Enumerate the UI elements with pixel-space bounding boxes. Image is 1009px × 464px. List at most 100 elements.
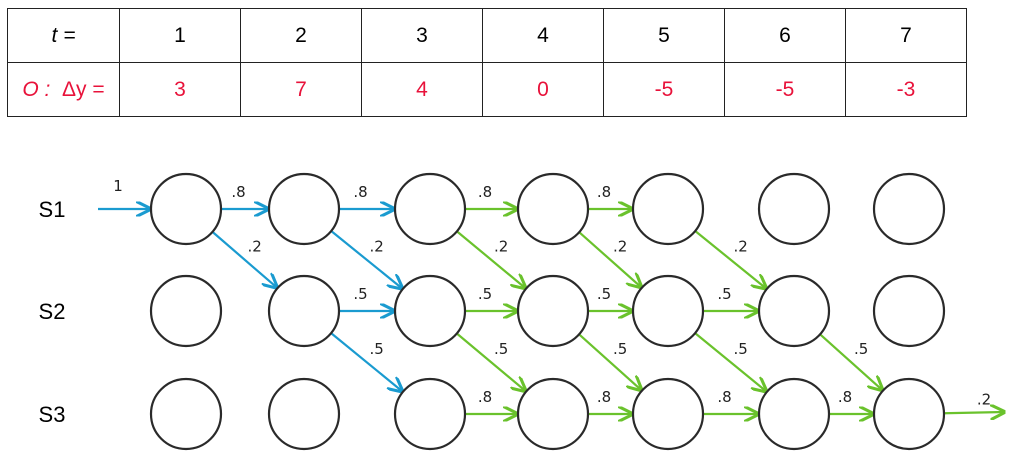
transition-arrow (694, 332, 766, 391)
observation-cell: 0 (482, 62, 604, 117)
transition-S3-5-to-S3-6: .8 (703, 388, 758, 414)
state-node-S3-7 (872, 377, 946, 451)
transition-probability: .5 (854, 340, 868, 358)
time-cell: 4 (482, 8, 604, 63)
state-node-S2-2 (267, 274, 341, 348)
transition-probability: .2 (369, 238, 383, 256)
delta-y-symbol: Δy = (62, 77, 105, 101)
transition-probability: .5 (494, 340, 508, 358)
state-node-S3-2 (267, 377, 341, 451)
transition-probability: .2 (733, 238, 747, 256)
observation-table: t = 1 2 3 4 5 6 7 O : Δy = 3 7 4 0 -5 -5… (7, 8, 967, 117)
observation-cell: 4 (361, 62, 483, 117)
transition-probability: .8 (838, 388, 852, 406)
state-node-S3-6 (757, 377, 831, 451)
transition-probability: .8 (231, 183, 245, 201)
transition-arrow (694, 230, 766, 288)
observation-cell: -3 (845, 62, 967, 117)
state-node-S3-1 (149, 377, 223, 451)
transition-probability: .2 (247, 238, 261, 256)
transition-S1-2-to-S1-3: .8 (339, 183, 394, 209)
transition-S3-4-to-S3-5: .8 (588, 388, 632, 414)
transition-probability: .8 (717, 388, 731, 406)
transition-S2-2-to-S2-3: .5 (339, 285, 394, 311)
transition-probability: .8 (353, 183, 367, 201)
state-node-S3-3 (393, 377, 467, 451)
state-node-S2-4 (516, 274, 590, 348)
time-cell: 7 (845, 8, 967, 63)
state-nodes (149, 172, 946, 451)
state-node-S2-7 (872, 274, 946, 348)
transition-probability: .8 (478, 388, 492, 406)
transition-edges: 1 .8 .2 .8 .2 .5 .5 .8 .2 .5 .5 .8 .8 .2 .5 .5 .8 .2 .5 .5.… (98, 177, 1004, 414)
transition-arrow (578, 231, 641, 287)
transition-S1-1-to-S1-2: .8 (221, 183, 268, 209)
transition-S1-2-to-S2-3: .2 (330, 230, 402, 288)
time-cell: 1 (119, 8, 241, 63)
state-label-s1: S1 (39, 197, 66, 222)
transition-probability: .5 (369, 340, 383, 358)
time-row: t = 1 2 3 4 5 6 7 (7, 8, 967, 63)
transition-S1-4-to-S2-5: .2 (578, 231, 641, 287)
transition-arrow (943, 412, 1004, 413)
transition-probability: .5 (733, 340, 747, 358)
transition-S2-6-to-S3-7: .5 (819, 333, 882, 390)
state-node-S2-1 (149, 274, 223, 348)
transition-probability: .2 (977, 391, 991, 409)
state-node-S1-3 (393, 172, 467, 246)
state-node-S1-5 (631, 172, 705, 246)
transition-probability: .5 (478, 285, 492, 303)
transition-probability: .2 (613, 238, 627, 256)
observation-cell: -5 (603, 62, 725, 117)
transition-probability: 1 (113, 177, 123, 195)
transition-S3-7-to-end: .2 (943, 391, 1004, 414)
transition-S1-3-to-S1-4: .8 (465, 183, 517, 209)
observation-cell: 7 (240, 62, 362, 117)
transition-probability: .5 (613, 340, 627, 358)
state-node-S2-3 (393, 274, 467, 348)
transition-arrow (819, 333, 882, 390)
observation-header: O : Δy = (7, 62, 120, 117)
transition-probability: .2 (494, 238, 508, 256)
transition-probability: .8 (478, 183, 492, 201)
state-node-S1-7 (872, 172, 946, 246)
transition-arrow (456, 230, 525, 288)
transition-probability: .5 (597, 285, 611, 303)
transition-start-to-S1-1: 1 (98, 177, 150, 209)
transition-S3-6-to-S3-7: .8 (829, 388, 873, 414)
state-label-s2: S2 (39, 299, 66, 324)
transition-S2-5-to-S2-6: .5 (703, 285, 758, 311)
transition-arrow (330, 230, 402, 288)
observation-row: O : Δy = 3 7 4 0 -5 -5 -3 (7, 62, 967, 117)
transition-S1-5-to-S2-6: .2 (694, 230, 766, 288)
state-node-S3-4 (516, 377, 590, 451)
transition-arrow (578, 333, 641, 390)
transition-arrow (211, 231, 276, 288)
transition-S1-3-to-S2-4: .2 (456, 230, 525, 288)
transition-S1-4-to-S1-5: .8 (588, 183, 632, 209)
state-label-s3: S3 (39, 402, 66, 427)
state-node-S1-2 (267, 172, 341, 246)
state-node-S2-5 (631, 274, 705, 348)
observation-symbol: O : (22, 77, 51, 101)
observation-cell: -5 (724, 62, 846, 117)
transition-probability: .5 (353, 285, 367, 303)
transition-S2-3-to-S2-4: .5 (465, 285, 517, 311)
time-cell: 5 (603, 8, 725, 63)
transition-S2-3-to-S3-4: .5 (456, 332, 526, 390)
transition-S2-4-to-S3-5: .5 (578, 333, 641, 390)
transition-S2-5-to-S3-6: .5 (694, 332, 766, 391)
time-header: t = (7, 8, 120, 63)
state-node-S1-1 (149, 172, 223, 246)
transition-arrow (330, 332, 402, 391)
transition-S2-2-to-S3-3: .5 (330, 332, 402, 391)
transition-S2-4-to-S2-5: .5 (588, 285, 632, 311)
state-node-S3-5 (631, 377, 705, 451)
transition-S3-3-to-S3-4: .8 (465, 388, 517, 414)
transition-probability: .8 (597, 388, 611, 406)
state-node-S1-4 (516, 172, 590, 246)
state-node-S2-6 (757, 274, 831, 348)
transition-arrow (456, 332, 526, 390)
